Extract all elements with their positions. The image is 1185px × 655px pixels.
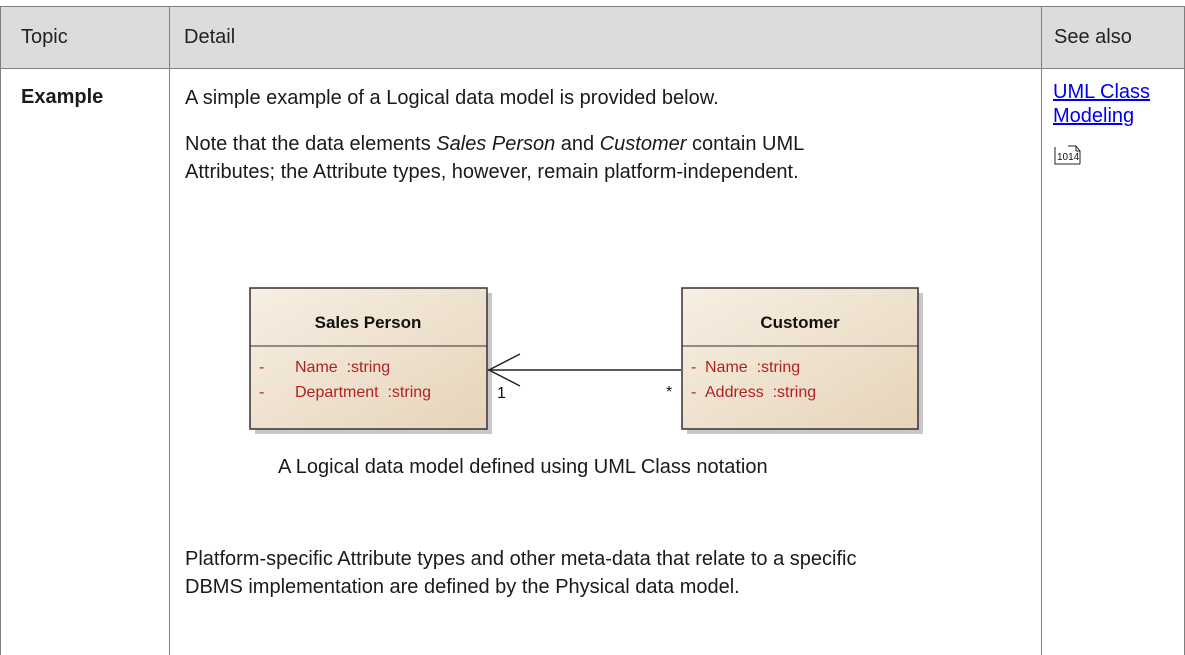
customer-attr-2: Address :string: [705, 384, 816, 401]
sales-person-attr-1-visibility: -: [259, 359, 264, 376]
page-reference-number: 1014: [1057, 152, 1080, 163]
see-also-link-line-1: UML Class: [1053, 81, 1151, 103]
header-bottom-border: [0, 68, 1185, 69]
association-line: [487, 353, 681, 387]
class-customer: Customer - Name :string - Address :strin…: [681, 287, 919, 430]
header-topic: Topic: [21, 26, 68, 48]
sales-person-attr-2: Department :string: [295, 384, 431, 401]
detail-paragraph-3: Platform-specific Attribute types and ot…: [185, 545, 856, 601]
diagram-caption: A Logical data model defined using UML C…: [278, 456, 768, 478]
multiplicity-left: 1: [497, 385, 506, 402]
uml-class-diagram: Sales Person - Name :string - Department…: [249, 287, 923, 434]
detail-paragraph-3-line-2: DBMS implementation are defined by the P…: [185, 576, 740, 598]
para2-emphasis-customer: Customer: [599, 133, 687, 155]
multiplicity-right: *: [666, 384, 672, 401]
see-also-link-line-2: Modeling: [1053, 105, 1135, 127]
para2-emphasis-sales-person: Sales Person: [436, 133, 556, 155]
class-sales-person: Sales Person - Name :string - Department…: [249, 287, 488, 430]
column-divider-1: [169, 6, 170, 655]
detail-paragraph-2-line-1: Note that the data elements Sales Person…: [185, 130, 804, 158]
table-header-row: [0, 6, 1185, 68]
para2-text-post: contain UML: [686, 133, 805, 155]
customer-class-name: Customer: [760, 313, 840, 332]
page-reference-icon: [1054, 145, 1081, 165]
header-see-also: See also: [1054, 26, 1132, 48]
see-also-cell: UML Class Modeling: [1053, 80, 1150, 128]
customer-attr-1: Name :string: [705, 359, 800, 376]
detail-paragraph-2: Note that the data elements Sales Person…: [185, 130, 804, 186]
para2-text-pre: Note that the data elements: [185, 133, 437, 155]
para2-text-mid: and: [555, 133, 600, 155]
sales-person-class-name: Sales Person: [315, 313, 422, 332]
row-topic: Example: [21, 86, 104, 108]
customer-attr-2-visibility: -: [691, 384, 696, 401]
table-top-border: [0, 6, 1185, 7]
customer-attr-1-visibility: -: [691, 359, 696, 376]
see-also-link-uml-class-modeling[interactable]: UML Class Modeling: [1053, 81, 1150, 127]
navigability-arrow-icon: [487, 353, 521, 387]
page-reference: 1014: [1054, 145, 1090, 165]
sales-person-attr-2-visibility: -: [259, 384, 264, 401]
header-detail: Detail: [184, 26, 236, 48]
table-left-border: [0, 6, 1, 655]
detail-paragraph-1: A simple example of a Logical data model…: [185, 84, 719, 112]
detail-paragraph-2-line-2: Attributes; the Attribute types, however…: [185, 161, 799, 183]
detail-paragraph-1-text: A simple example of a Logical data model…: [185, 87, 719, 109]
column-divider-2: [1041, 6, 1042, 655]
detail-paragraph-3-line-1: Platform-specific Attribute types and ot…: [185, 548, 857, 570]
sales-person-attr-1: Name :string: [295, 359, 390, 376]
